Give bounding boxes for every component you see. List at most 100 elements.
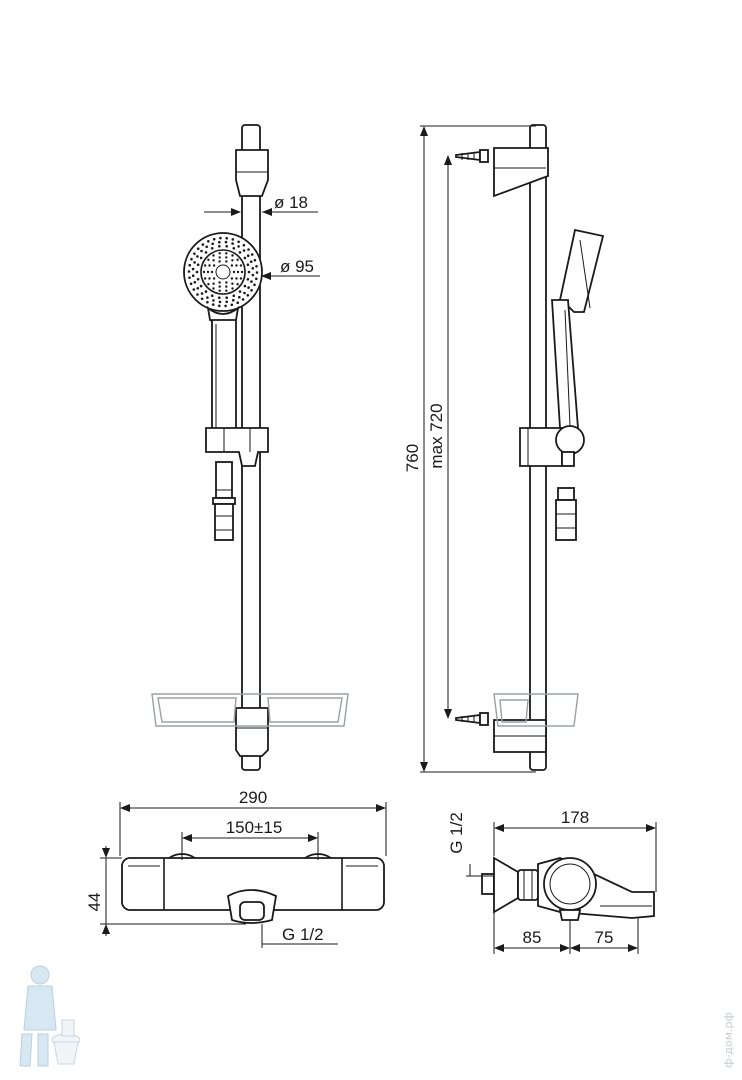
spray-nozzle	[212, 287, 215, 290]
dim-max-height: max 720	[427, 155, 452, 719]
dim-label-mixer-width: 290	[239, 788, 267, 807]
spray-nozzle	[218, 296, 221, 300]
spray-nozzle	[201, 243, 205, 246]
dim-label-side-left: 85	[523, 928, 542, 947]
spray-nozzle	[188, 276, 191, 280]
spray-nozzle	[196, 287, 200, 290]
spray-nozzle	[206, 300, 209, 304]
spray-nozzle	[196, 255, 199, 258]
dim-total-height: 760	[403, 125, 536, 773]
front-view-mixer: 290 150±15 44 G 1/2	[85, 788, 387, 948]
side-view-mixer: 178 G 1/2 85 75	[447, 808, 657, 954]
spray-nozzle	[236, 283, 239, 286]
spray-nozzle	[250, 289, 253, 292]
spray-nozzle	[208, 277, 211, 280]
dim-mixer-height: 44	[85, 846, 246, 936]
spray-nozzle	[204, 251, 208, 254]
spray-nozzle	[196, 247, 200, 250]
spray-nozzle	[191, 267, 195, 271]
spray-nozzle	[203, 277, 207, 280]
spray-nozzle	[203, 264, 207, 267]
dim-label-mixer-height: 44	[85, 893, 104, 912]
spray-nozzle	[212, 259, 215, 262]
spray-nozzle	[253, 283, 256, 287]
spray-nozzle	[242, 243, 246, 247]
spray-nozzle	[238, 295, 241, 299]
bottom-wall-bracket	[235, 707, 269, 757]
spray-nozzle	[225, 260, 228, 263]
spray-nozzle	[193, 261, 196, 264]
spray-nozzle	[218, 260, 221, 263]
top-screw	[455, 149, 489, 163]
spray-nozzle	[191, 274, 195, 278]
spray-nozzle	[212, 282, 215, 285]
dim-outlet-thread: G 1/2	[261, 924, 338, 948]
spray-nozzle	[200, 292, 204, 295]
spray-nozzle	[206, 296, 209, 299]
spray-nozzle	[218, 240, 221, 244]
slider-holder	[205, 427, 269, 467]
spray-nozzle	[211, 242, 214, 246]
spray-nozzle	[231, 282, 234, 285]
bottom-screw	[455, 712, 489, 726]
spray-nozzle	[231, 259, 234, 262]
dim-label-inlet-thread: G 1/2	[447, 812, 466, 854]
spray-nozzle	[212, 237, 216, 241]
spray-nozzle	[232, 247, 236, 250]
spray-nozzle	[225, 281, 228, 284]
spray-nozzle	[250, 253, 254, 256]
spray-nozzle	[207, 283, 210, 286]
spray-nozzle	[219, 236, 222, 240]
spray-nozzle	[199, 256, 203, 260]
dim-side-depth: 178	[493, 808, 657, 892]
dim-side-depth-parts: 85 75	[493, 912, 639, 954]
dim-hose-diameter: ø 18	[204, 193, 318, 216]
spray-nozzle	[212, 254, 215, 257]
dim-label-side-depth: 178	[561, 808, 589, 827]
spray-nozzle	[246, 294, 250, 297]
spray-nozzle	[210, 247, 214, 250]
spray-nozzle	[210, 294, 214, 298]
spray-nozzle	[225, 285, 228, 288]
spray-nozzle	[200, 297, 204, 301]
soap-tray	[151, 693, 349, 727]
spray-nozzle	[207, 258, 210, 261]
spray-nozzle	[236, 301, 239, 305]
spray-nozzle	[255, 265, 258, 268]
spray-nozzle	[193, 252, 196, 255]
spray-nozzle	[187, 270, 191, 273]
spray-nozzle	[188, 263, 191, 267]
spray-nozzle	[235, 277, 238, 280]
dim-label-total: 760	[403, 444, 422, 472]
spray-nozzle	[241, 298, 245, 301]
spray-nozzle	[224, 240, 228, 244]
spray-nozzle	[250, 280, 253, 283]
spray-nozzle	[202, 270, 206, 274]
spray-nozzle	[204, 290, 208, 293]
spray-nozzle	[239, 277, 243, 280]
spray-nozzle	[235, 264, 238, 267]
spray-nozzle	[230, 303, 234, 307]
spray-nozzle	[225, 289, 228, 292]
spray-nozzle	[236, 258, 239, 261]
spray-nozzle	[243, 284, 247, 288]
spray-nozzle	[232, 294, 236, 298]
spray-nozzle	[196, 293, 199, 296]
top-wall-bracket	[235, 149, 269, 197]
spray-nozzle	[237, 245, 240, 248]
spray-nozzle	[238, 251, 242, 254]
spray-nozzle	[239, 264, 243, 267]
spray-nozzle	[243, 291, 246, 295]
front-view-rail-set: ø 18 ø 95	[151, 124, 349, 771]
spray-nozzle	[246, 278, 250, 281]
spray-nozzle	[212, 264, 216, 267]
spray-nozzle	[249, 260, 253, 264]
spray-nozzle	[231, 238, 235, 241]
spray-nozzle	[247, 270, 251, 274]
spray-nozzle	[207, 240, 210, 243]
spray-nozzle	[224, 304, 227, 308]
dim-label-head: ø 95	[280, 257, 314, 276]
spray-nozzle	[232, 270, 236, 274]
spray-nozzle	[212, 277, 216, 280]
